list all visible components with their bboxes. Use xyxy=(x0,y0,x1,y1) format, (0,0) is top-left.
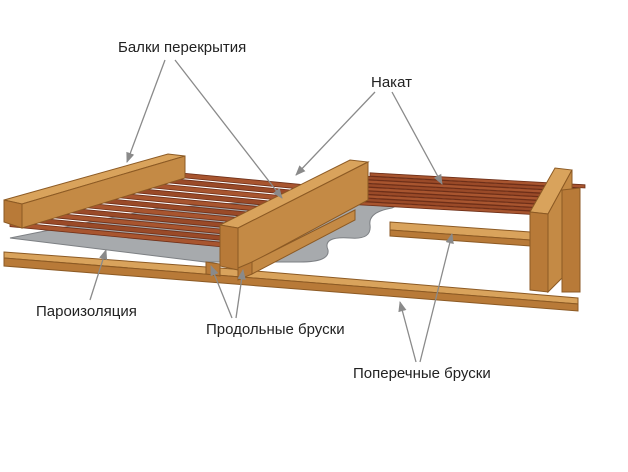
joist-middle xyxy=(205,159,370,281)
label-joists: Балки перекрытия xyxy=(118,39,246,56)
subfloor-plank xyxy=(369,172,586,189)
label-subfloor: Накат xyxy=(371,74,412,91)
front-transverse-bar xyxy=(3,251,579,312)
label-vapor-barrier: Пароизоляция xyxy=(36,303,137,320)
label-longitudinal-bars: Продольные бруски xyxy=(206,321,345,338)
label-transverse-bars: Поперечные бруски xyxy=(353,365,491,382)
leader-arrows xyxy=(89,59,454,363)
back-frame xyxy=(389,221,531,247)
joist-right xyxy=(529,167,581,294)
joist-left xyxy=(3,153,186,229)
